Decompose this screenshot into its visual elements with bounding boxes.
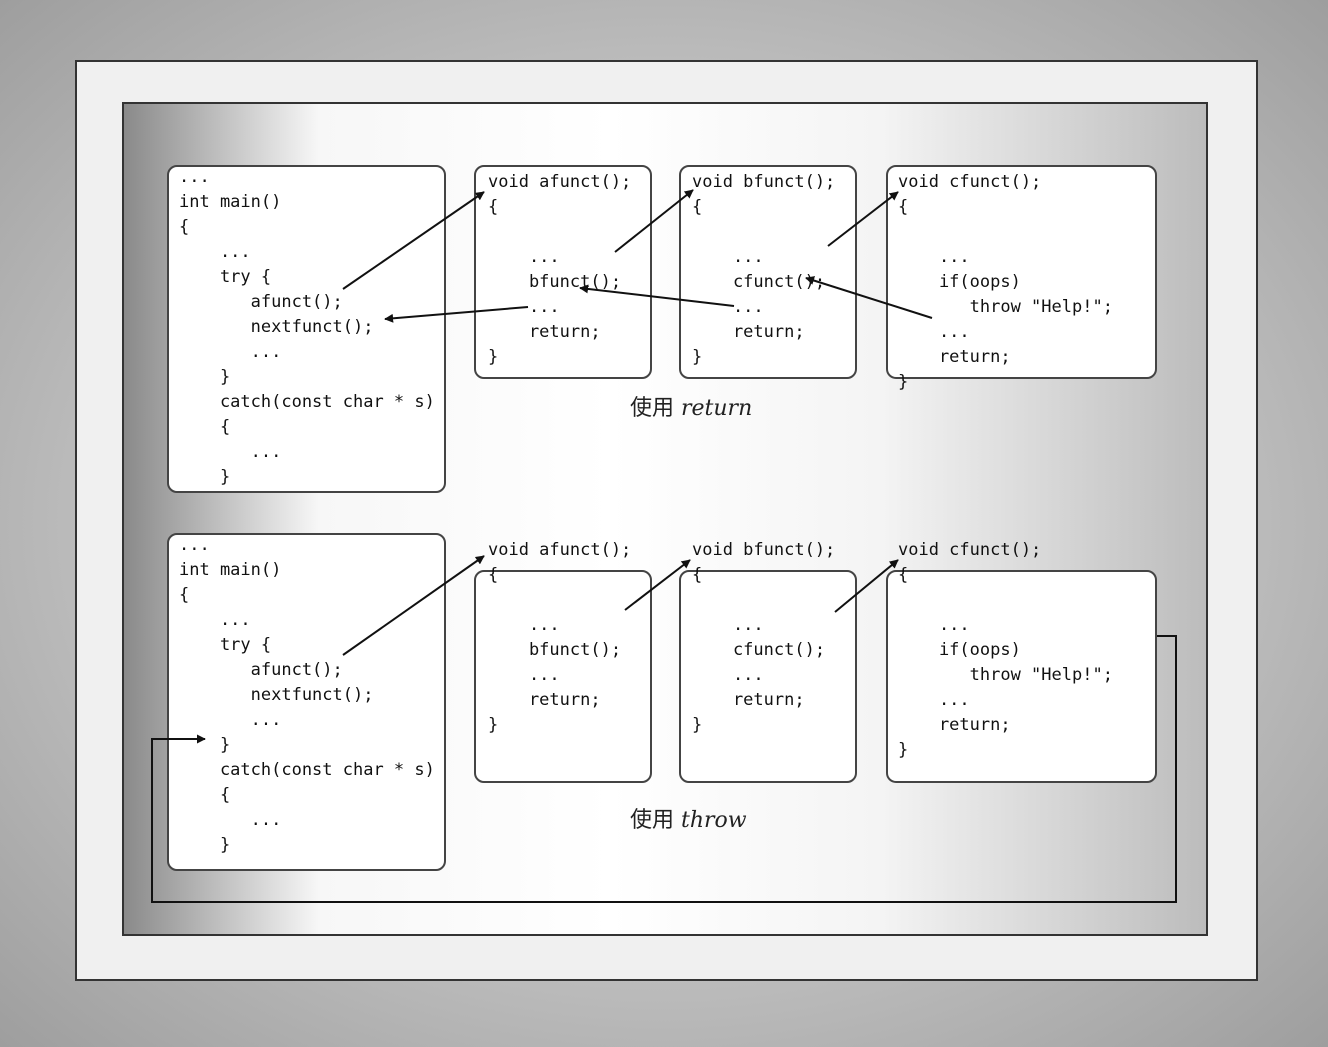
top-bfunct-box xyxy=(679,165,857,379)
top-afunct-header: void afunct(); xyxy=(488,172,632,192)
top-caption: 使用 return xyxy=(630,390,752,422)
bottom-main-code: ... int main() { ... try { afunct(); nex… xyxy=(179,535,435,855)
top-cfunct-header: void cfunct(); xyxy=(898,172,1042,192)
top-afunct-code: { ... bfunct(); ... return; } xyxy=(488,197,622,367)
bottom-bfunct-header: void bfunct(); xyxy=(692,540,836,560)
bottom-cfunct-header: void cfunct(); xyxy=(898,540,1042,560)
top-bfunct-header: void bfunct(); xyxy=(692,172,836,192)
top-main-code: ... int main() { ... try { afunct(); nex… xyxy=(179,167,435,487)
bottom-caption-keyword: throw xyxy=(681,808,747,833)
bottom-afunct-code: { ... bfunct(); ... return; } xyxy=(488,565,622,735)
bottom-cfunct-code: { ... if(oops) throw "Help!"; ... return… xyxy=(898,565,1113,760)
top-cfunct-code: { ... if(oops) throw "Help!"; ... return… xyxy=(898,197,1113,392)
bottom-bfunct-code: { ... cfunct(); ... return; } xyxy=(692,565,826,735)
bottom-afunct-header: void afunct(); xyxy=(488,540,632,560)
top-caption-keyword: return xyxy=(681,396,753,421)
bottom-caption: 使用 throw xyxy=(630,802,747,834)
top-bfunct-code: { ... cfunct(); ... return; } xyxy=(692,197,826,367)
top-cfunct-box xyxy=(886,165,1157,379)
bottom-caption-prefix: 使用 xyxy=(630,808,675,833)
top-caption-prefix: 使用 xyxy=(630,396,675,421)
